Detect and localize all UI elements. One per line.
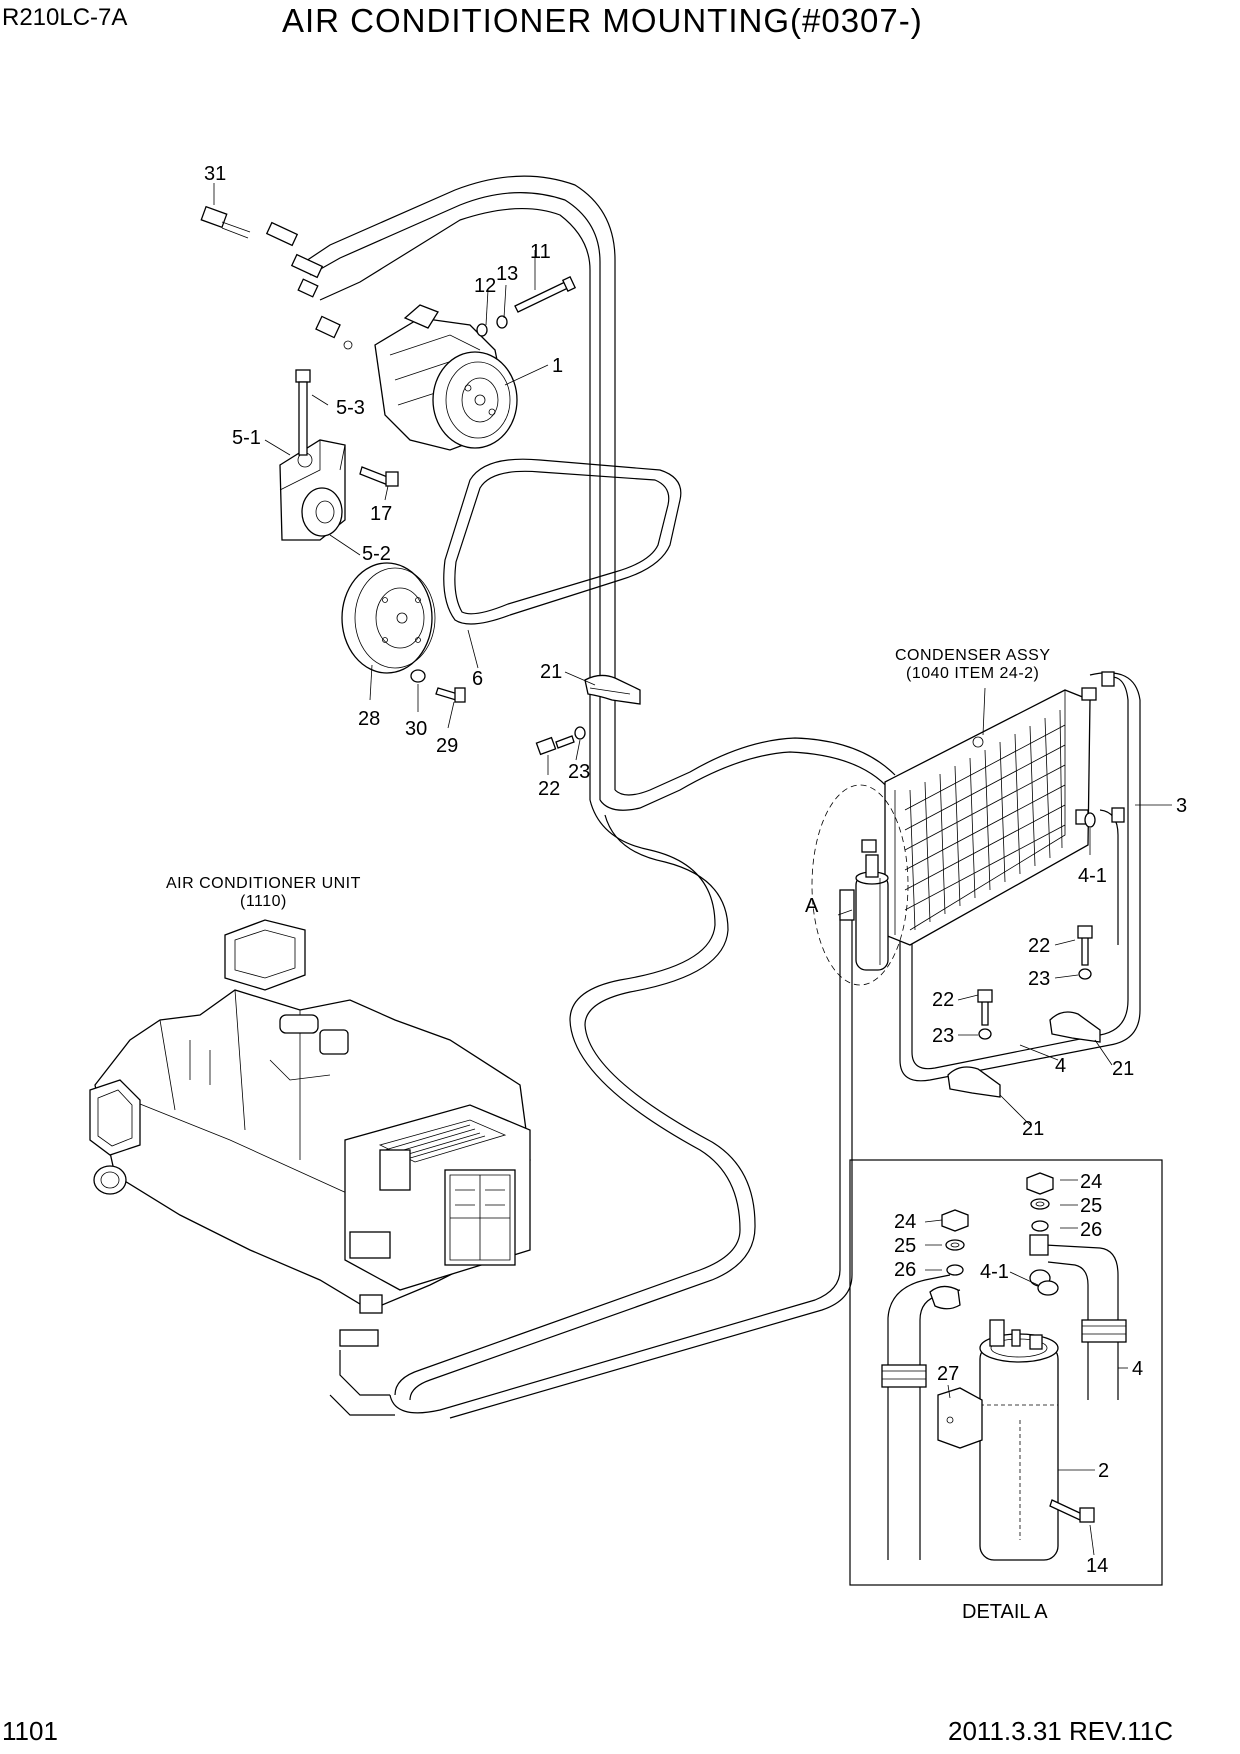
callout-1: 1	[552, 355, 563, 377]
callout-25-left: 25	[894, 1235, 916, 1257]
pipe-routing	[299, 175, 1141, 1419]
pulley	[341, 562, 466, 703]
receiver-drier	[811, 784, 909, 986]
callout-4-main: 4	[1055, 1055, 1066, 1077]
callout-28: 28	[358, 708, 380, 730]
callout-4-1-detail: 4-1	[980, 1261, 1009, 1283]
detail-marker: A	[805, 895, 819, 917]
callout-21-right: 21	[1112, 1058, 1134, 1080]
callout-12: 12	[474, 275, 496, 297]
callout-5-3: 5-3	[336, 397, 365, 419]
callout-22-mid: 22	[1028, 935, 1050, 957]
callout-26-left: 26	[894, 1259, 916, 1281]
callout-23-upper: 23	[568, 761, 590, 783]
ac-unit-caption: AIR CONDITIONER UNIT	[166, 875, 361, 892]
drive-belt	[443, 458, 682, 625]
callout-21-bottom: 21	[1022, 1118, 1044, 1140]
callout-24-right: 24	[1080, 1171, 1102, 1193]
model-code: R210LC-7A	[2, 4, 128, 31]
callout-2: 2	[1098, 1460, 1109, 1482]
detail-a-title: DETAIL A	[962, 1601, 1048, 1623]
idler-bracket	[279, 369, 399, 541]
callout-22-upper: 22	[538, 778, 560, 800]
callout-14: 14	[1086, 1555, 1108, 1577]
callout-23-lower: 23	[932, 1025, 954, 1047]
callout-21-upper: 21	[540, 661, 562, 683]
callout-13: 13	[496, 263, 518, 285]
callout-22-lower: 22	[932, 989, 954, 1011]
condenser-fins	[904, 709, 1066, 931]
callout-5-1: 5-1	[232, 427, 261, 449]
callout-23-mid: 23	[1028, 968, 1050, 990]
ac-unit-caption-ref: (1110)	[240, 893, 287, 910]
callout-30: 30	[405, 718, 427, 740]
callout-27: 27	[937, 1363, 959, 1385]
callout-11: 11	[530, 241, 551, 263]
page-title: AIR CONDITIONER MOUNTING(#0307-)	[282, 2, 923, 39]
condenser-caption: CONDENSER ASSY	[895, 647, 1050, 664]
pipe-clamps-lower	[947, 925, 1101, 1098]
callout-25-right: 25	[1080, 1195, 1102, 1217]
callout-4-1-main: 4-1	[1078, 865, 1107, 887]
condenser-caption-ref: (1040 ITEM 24-2)	[906, 665, 1039, 682]
callout-6: 6	[472, 668, 483, 690]
callout-24-left: 24	[894, 1211, 916, 1233]
callout-31: 31	[204, 163, 226, 185]
air-conditioner-unit	[89, 919, 531, 1347]
page-number: 1101	[2, 1716, 58, 1746]
condenser	[861, 671, 1125, 946]
compressor-fittings	[200, 205, 577, 350]
compressor	[374, 304, 518, 451]
callout-29: 29	[436, 735, 458, 757]
callout-17: 17	[370, 503, 392, 525]
revision-date: 2011.3.31 REV.11C	[948, 1716, 1174, 1746]
leader-lines	[213, 183, 1172, 1556]
detail-a-panel	[849, 1159, 1163, 1586]
callout-3: 3	[1176, 795, 1187, 817]
callout-26-right: 26	[1080, 1219, 1102, 1241]
pipe-clamp-upper	[535, 674, 641, 756]
callout-4-detail: 4	[1132, 1358, 1143, 1380]
callout-5-2: 5-2	[362, 543, 391, 565]
